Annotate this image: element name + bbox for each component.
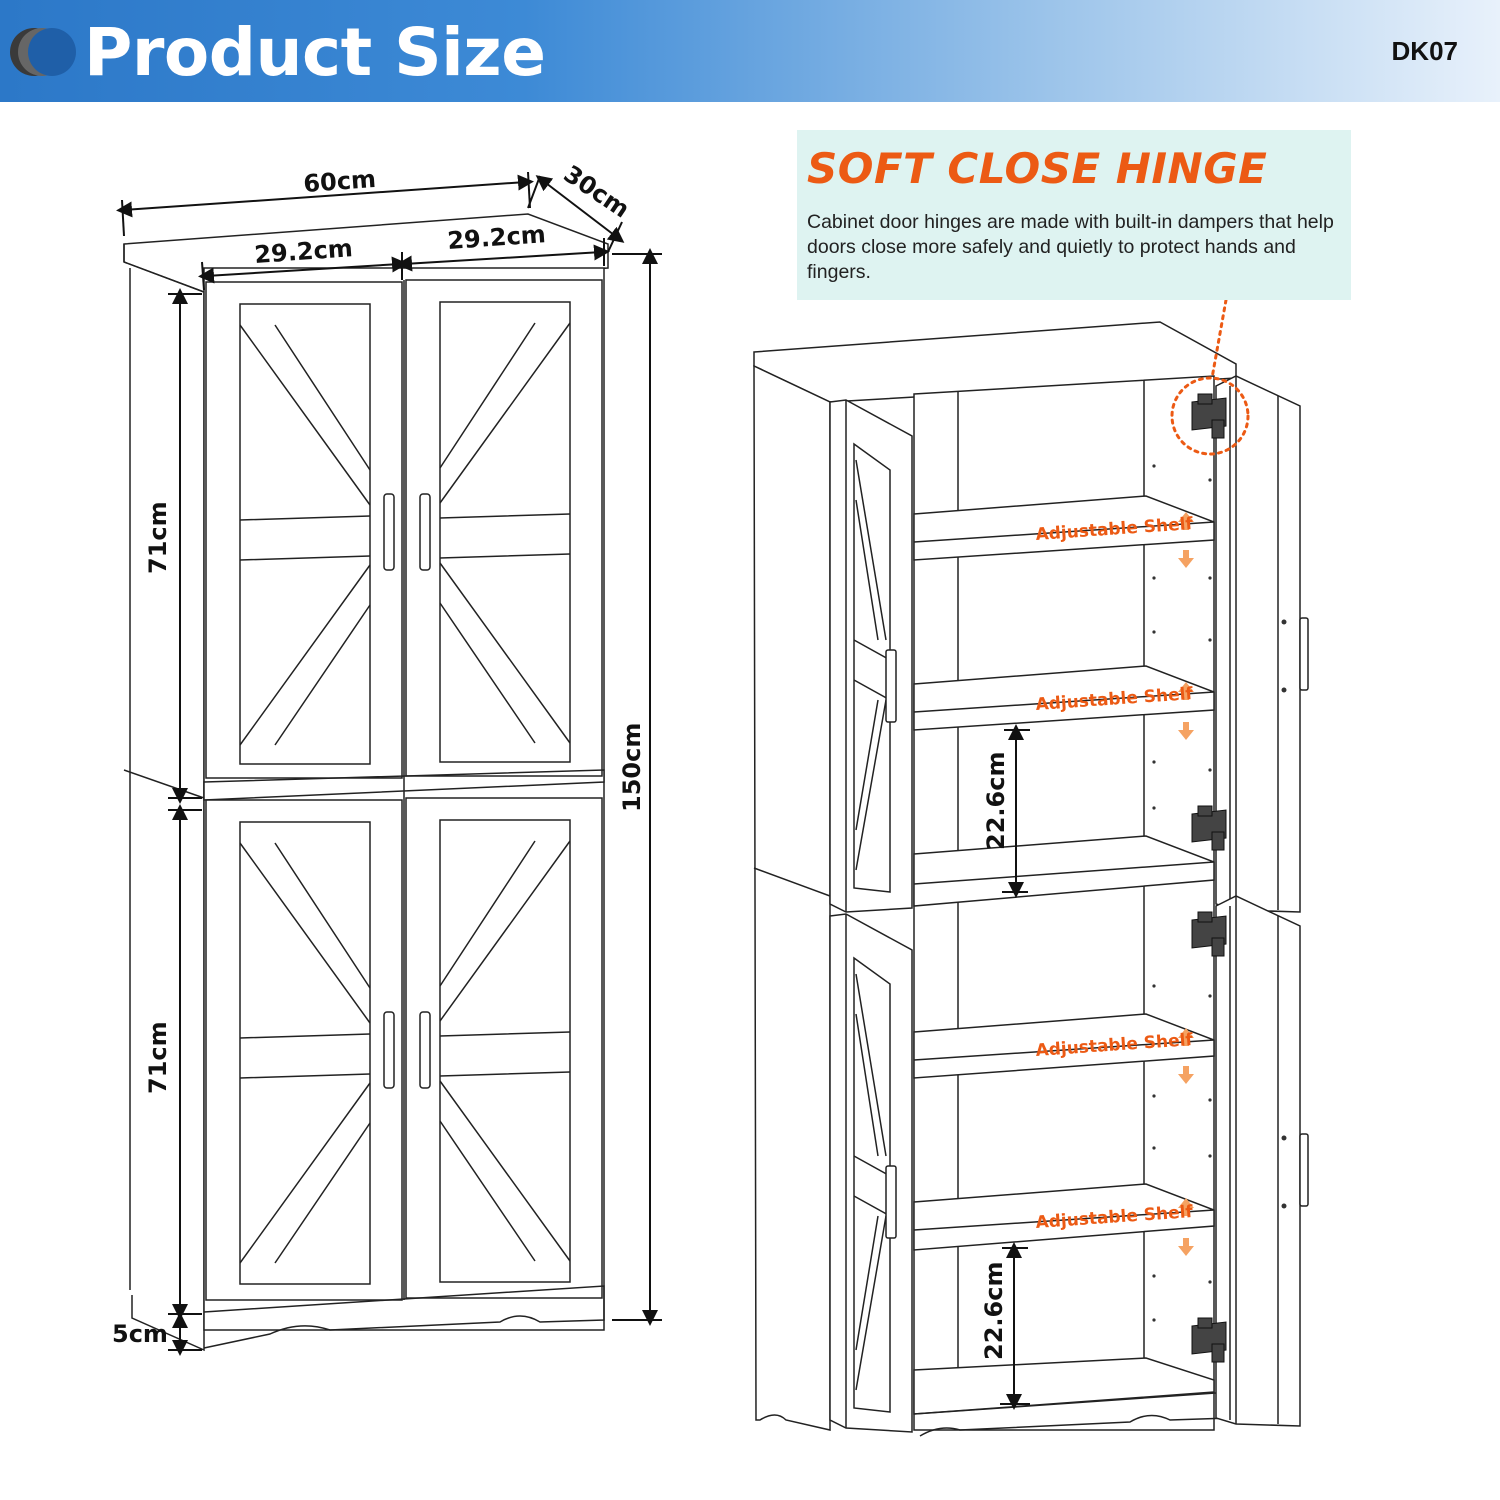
width-label: 60cm bbox=[302, 165, 376, 198]
hinge-callout bbox=[1170, 298, 1250, 456]
lower-height-label: 71cm bbox=[144, 1021, 172, 1094]
depth-label: 30cm bbox=[559, 160, 635, 224]
open-view-cabinet bbox=[753, 321, 1309, 1437]
feature-description: Cabinet door hinges are made with built-… bbox=[807, 211, 1334, 283]
shelf-gap-upper-label: 22.6cm bbox=[982, 752, 1010, 850]
header-banner: Product Size DK07 bbox=[0, 0, 1500, 102]
feature-title: SOFT CLOSE HINGE bbox=[807, 144, 1268, 193]
door-left-width-label: 29.2cm bbox=[253, 234, 353, 269]
soft-close-hinge-panel: SOFT CLOSE HINGE Cabinet door hinges are… bbox=[797, 130, 1351, 300]
shelf-gap-lower-label: 22.6cm bbox=[980, 1262, 1008, 1360]
total-height-label: 150cm bbox=[618, 723, 646, 812]
base-height-label: 5cm bbox=[112, 1320, 168, 1348]
shelf-arrows bbox=[1178, 512, 1194, 1256]
upper-height-label: 71cm bbox=[144, 501, 172, 574]
front-view-cabinet bbox=[123, 213, 609, 1352]
page-title: Product Size bbox=[84, 14, 546, 91]
door-right-width-label: 29.2cm bbox=[446, 220, 546, 255]
model-code: DK07 bbox=[1391, 36, 1458, 66]
banner-dots-icon bbox=[10, 28, 76, 76]
hinge-icon bbox=[1191, 393, 1227, 1363]
